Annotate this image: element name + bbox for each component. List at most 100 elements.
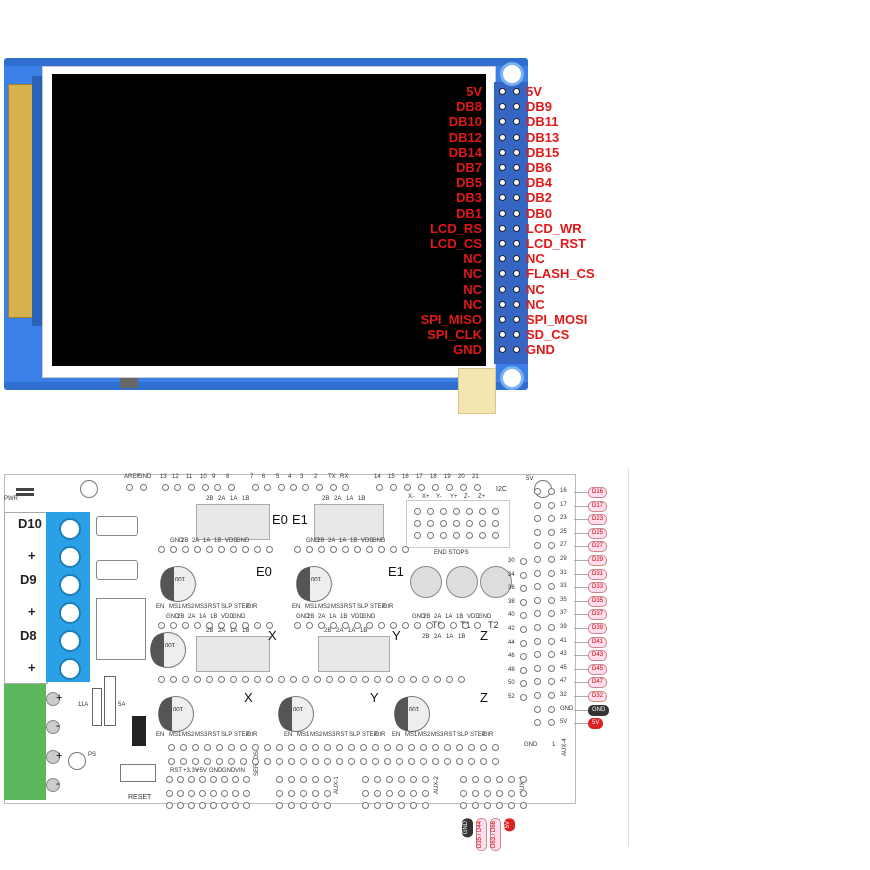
motor-pin-label: 1A <box>230 628 238 634</box>
driver-pin-label: VDD <box>225 538 238 544</box>
terminal-d10-label: D10 <box>18 516 42 531</box>
header-pin <box>432 744 439 751</box>
aux-pin <box>534 692 541 699</box>
header-pin <box>427 520 434 527</box>
header-pin <box>324 744 331 751</box>
aux-pin-line <box>574 614 588 616</box>
header-pin <box>410 676 417 683</box>
header-pin <box>288 758 295 765</box>
header-pin <box>513 285 520 293</box>
header-pin <box>444 744 451 751</box>
component <box>120 378 138 388</box>
lcd-pin-label-right: NC <box>526 296 545 312</box>
header-pin <box>420 744 427 751</box>
header-pin <box>218 546 225 553</box>
aux-pin-tag: D43 <box>588 650 608 662</box>
reset-button[interactable] <box>120 764 156 782</box>
header-pin <box>182 622 189 629</box>
lcd-pin-label-right: NC <box>526 251 545 267</box>
header-pin <box>276 790 283 797</box>
header-pin <box>499 255 506 263</box>
aux-gnd-label: GND <box>524 742 538 748</box>
aux-left-number: 46 <box>508 653 515 660</box>
header-pin <box>513 240 520 247</box>
header-pin <box>314 676 321 683</box>
header-pin <box>312 790 319 797</box>
bottom-pin-tag: GND <box>462 818 473 838</box>
driver-pin-label: 1B <box>340 614 348 620</box>
fuse <box>92 688 102 726</box>
power-plus-label: + <box>56 692 63 704</box>
header-pin <box>276 802 283 809</box>
header-pin <box>499 331 506 339</box>
header-pin <box>228 744 235 751</box>
aux-pin <box>520 694 527 701</box>
aux-pin-number: 17 <box>560 501 567 508</box>
driver-pin-label: GND <box>362 614 376 620</box>
lcd-pin-label-left: DB12 <box>448 129 482 145</box>
header-pin <box>513 209 520 217</box>
driver-ctrl-label: STEP <box>370 604 386 610</box>
header-pin <box>460 790 467 797</box>
header-pin <box>306 546 313 553</box>
header-pin <box>252 758 259 765</box>
pwr-label: PWR <box>4 496 18 502</box>
header-pin <box>232 802 239 809</box>
header-pin <box>177 802 184 809</box>
header-pin <box>204 758 211 765</box>
header-pin <box>402 622 409 629</box>
aux-pin <box>548 651 555 659</box>
aux-left-number: 42 <box>508 626 515 632</box>
header-pin <box>300 776 307 783</box>
motor-pin-label: 1A <box>346 496 354 502</box>
lcd-pin-label-right: DB15 <box>526 144 560 160</box>
lcd-pin-label-left: 5V <box>466 84 482 99</box>
header-pin <box>468 758 475 765</box>
aux-pin <box>520 680 527 688</box>
power-terminal-block <box>4 684 60 800</box>
header-pin <box>194 546 201 553</box>
header-pin <box>440 508 447 515</box>
aux-pin-number: GND <box>560 705 574 712</box>
driver-ctrl-label: EN <box>292 604 301 610</box>
header-pin <box>484 776 491 783</box>
aux-pin-number: 43 <box>560 651 567 658</box>
motor-pin-label: 2B <box>206 628 214 634</box>
header-pin <box>472 802 479 809</box>
power-minus-label: - <box>56 778 60 790</box>
aux-pin-tag: D35 <box>588 595 608 607</box>
aux-left-number: 48 <box>508 666 515 673</box>
aux-pin <box>520 639 527 647</box>
driver-ctrl-label: MS1 <box>405 732 418 738</box>
aux-pin-number: 41 <box>560 637 567 644</box>
top-header-label: AREF <box>124 474 141 480</box>
header-pin <box>362 676 369 683</box>
lcd-pin-label-right: GND <box>526 342 555 358</box>
header-pin <box>513 300 520 308</box>
servo-pin-label: GND <box>222 768 236 774</box>
header-pin <box>426 622 433 629</box>
header-pin <box>386 802 393 809</box>
driver-ctrl-label: STEP <box>470 732 486 738</box>
terminal-d9-label: D9 <box>20 572 37 587</box>
aux-pin-number: 45 <box>560 664 567 671</box>
header-pin <box>216 744 223 751</box>
driver-pin-label: VDD <box>361 538 374 544</box>
driver-ctrl-label: RST <box>344 604 356 610</box>
header-pin <box>252 484 259 491</box>
aux-pin <box>548 637 555 645</box>
header-pin <box>182 676 189 683</box>
header-pin <box>276 758 283 765</box>
header-pin <box>520 776 527 783</box>
driver-ctrl-label: RST <box>336 732 348 738</box>
header-pin <box>398 676 405 683</box>
header-pin <box>330 622 337 629</box>
header-pin <box>513 164 520 171</box>
header-pin <box>398 802 405 809</box>
header-pin <box>466 532 473 539</box>
driver-pin-label: GND <box>412 614 426 620</box>
driver-pin-label: 1A <box>445 614 453 620</box>
header-pin <box>290 484 297 491</box>
header-pin <box>499 285 506 293</box>
aux-pin-tag: D29 <box>588 555 608 566</box>
